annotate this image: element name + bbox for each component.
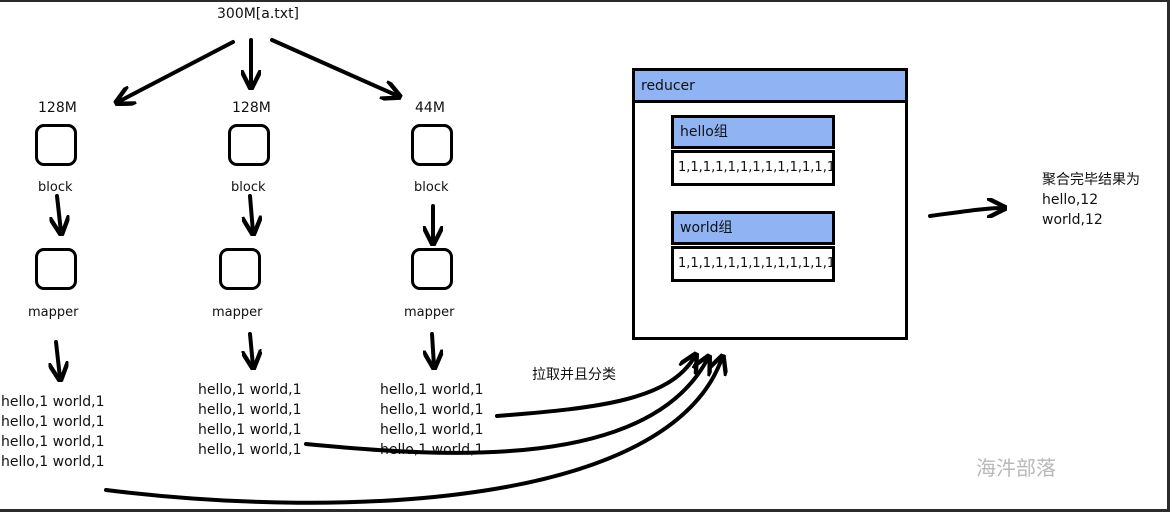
arrow-block-to-mapper-2	[250, 194, 253, 232]
arrow-source-to-split-3	[270, 38, 398, 96]
mapper-label-3: mapper	[404, 305, 455, 320]
kv-pair-line: hello,1 world,1	[1, 434, 105, 450]
arrow-mapper-to-output-2	[250, 332, 253, 366]
bottom-border	[0, 509, 1170, 512]
arrow-mapper-to-output-3	[432, 332, 434, 366]
split-size-label-3: 44M	[415, 100, 445, 116]
kv-pair-line: hello,1 world,1	[198, 442, 302, 458]
result-title: 聚合完毕结果为	[1042, 172, 1140, 188]
block-node-3	[411, 124, 453, 166]
kv-pair-line: hello,1 world,1	[380, 382, 484, 398]
arrow-source-to-split-1	[118, 40, 235, 102]
world-group-values: 1,1,1,1,1,1,1,1,1,1,1,1,1	[671, 246, 835, 282]
kv-pair-line: hello,1 world,1	[198, 382, 302, 398]
block-label-2: block	[231, 180, 266, 195]
kv-pair-line: hello,1 world,1	[198, 402, 302, 418]
mapper-label-1: mapper	[28, 305, 79, 320]
arrow-block-to-mapper-1	[57, 194, 61, 232]
result-line: hello,12	[1042, 192, 1099, 208]
kv-pair-line: hello,1 world,1	[380, 402, 484, 418]
split-size-label-2: 128M	[232, 100, 271, 116]
right-border	[1167, 0, 1170, 512]
arrow-reducer-to-result	[928, 208, 1003, 216]
source-file-label: 300M[a.txt]	[217, 6, 300, 22]
shuffle-arrow-3	[104, 358, 722, 505]
mapper-label-2: mapper	[212, 305, 263, 320]
shuffle-arrow-1	[495, 356, 695, 418]
kv-pair-line: hello,1 world,1	[1, 394, 105, 410]
shuffle-label: 拉取并且分类	[532, 367, 616, 383]
kv-pair-line: hello,1 world,1	[198, 422, 302, 438]
kv-pair-line: hello,1 world,1	[380, 422, 484, 438]
shuffle-arrow-2	[304, 358, 708, 455]
mapper-output-2: hello,1 world,1 hello,1 world,1 hello,1 …	[198, 380, 302, 460]
split-size-label-1: 128M	[38, 100, 77, 116]
mapper-output-1: hello,1 world,1 hello,1 world,1 hello,1 …	[1, 392, 105, 472]
kv-pair-line: hello,1 world,1	[1, 414, 105, 430]
hello-group-values: 1,1,1,1,1,1,1,1,1,1,1,1,1	[671, 150, 835, 186]
block-node-2	[228, 124, 270, 166]
reducer-title: reducer	[635, 71, 905, 103]
reducer-node: reducer hello组 1,1,1,1,1,1,1,1,1,1,1,1,1…	[632, 68, 908, 340]
watermark: 海汼部落	[976, 456, 1056, 480]
kv-pair-line: hello,1 world,1	[1, 454, 105, 470]
mapper-output-3: hello,1 world,1 hello,1 world,1 hello,1 …	[380, 380, 484, 460]
block-node-1	[35, 124, 77, 166]
mapper-node-3	[411, 248, 453, 290]
block-label-1: block	[38, 180, 73, 195]
arrow-mapper-to-output-1	[56, 340, 60, 378]
hello-group-header: hello组	[671, 115, 835, 149]
world-group-header: world组	[671, 211, 835, 245]
mapper-node-1	[35, 248, 77, 290]
result-line: world,12	[1042, 212, 1103, 228]
mapper-node-2	[219, 248, 261, 290]
top-border	[0, 0, 1170, 2]
result-block: 聚合完毕结果为 hello,12 world,12	[1042, 170, 1140, 230]
block-label-3: block	[414, 180, 449, 195]
